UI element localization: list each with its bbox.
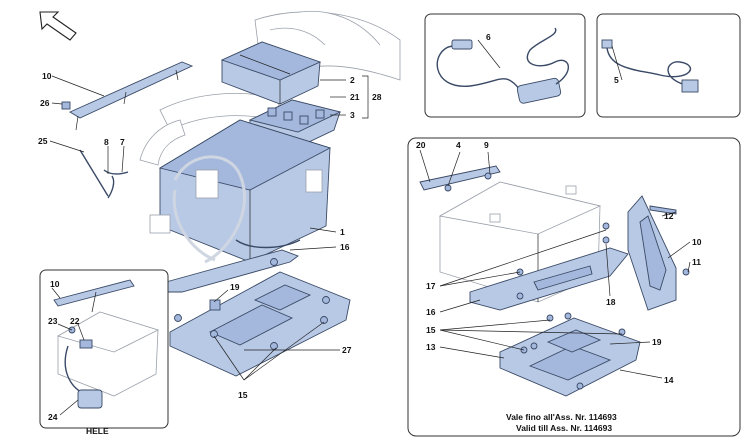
charger-inset-panel [424, 13, 586, 118]
hele-label: HELE [86, 426, 109, 436]
callout-18: 18 [606, 297, 616, 307]
callout-10: 10 [42, 71, 52, 81]
callout-15: 15 [238, 390, 248, 400]
arrow-up-left-icon [39, 11, 77, 41]
right-bracket-part [469, 247, 629, 311]
hele-hold-bar-part [53, 279, 135, 313]
clip-part [61, 101, 71, 110]
callout-17: 17 [426, 281, 436, 291]
battery-part [149, 119, 332, 264]
callout-8: 8 [104, 137, 109, 147]
callout-7: 7 [120, 137, 125, 147]
callout-4: 4 [456, 140, 461, 150]
validity-note-it: Vale fino all'Ass. Nr. 114693 [506, 412, 617, 422]
callout-6: 6 [486, 32, 491, 42]
callout-5: 5 [614, 75, 619, 85]
callout-12: 12 [664, 211, 674, 221]
callout-28: 28 [372, 92, 382, 102]
group-bracket [362, 75, 369, 119]
battery-tray-part [169, 271, 351, 377]
hele-cable-part [64, 326, 103, 409]
callout-25: 25 [38, 136, 48, 146]
callout-10-hele: 10 [50, 279, 60, 289]
callout-1: 1 [340, 227, 345, 237]
callout-11: 11 [692, 257, 701, 267]
charger-cable-part [436, 27, 569, 104]
callout-9: 9 [484, 140, 489, 150]
right-side-frame-part [627, 195, 677, 311]
callout-2: 2 [350, 75, 355, 85]
validity-note-en: Valid till Ass. Nr. 114693 [516, 423, 612, 433]
callout-14: 14 [664, 375, 674, 385]
hold-down-bar-part [69, 61, 194, 131]
right-screw-parts [516, 205, 690, 390]
cable-inset-panel [596, 13, 741, 118]
callout-16: 16 [340, 242, 350, 252]
callout-13: 13 [426, 342, 436, 352]
right-tray-part [499, 317, 641, 397]
screw-parts [174, 258, 330, 350]
callout-21: 21 [350, 92, 360, 102]
callout-26: 26 [40, 98, 50, 108]
callout-24: 24 [48, 412, 58, 422]
callout-20: 20 [416, 140, 426, 150]
callout-10-right: 10 [692, 237, 702, 247]
adapter-cable-part [601, 39, 699, 93]
callout-19: 19 [230, 282, 240, 292]
control-unit-part [220, 41, 322, 105]
callout-27: 27 [342, 345, 352, 355]
leader-lines [49, 39, 691, 416]
rod-part [79, 149, 129, 199]
callout-16-right: 16 [426, 307, 436, 317]
callout-19-right: 19 [652, 337, 662, 347]
right-hold-bar-part [419, 165, 501, 192]
pad-part [209, 299, 221, 311]
callout-23: 23 [48, 316, 58, 326]
callout-15-right: 15 [426, 325, 436, 335]
callout-3: 3 [350, 110, 355, 120]
callout-22: 22 [70, 316, 80, 326]
